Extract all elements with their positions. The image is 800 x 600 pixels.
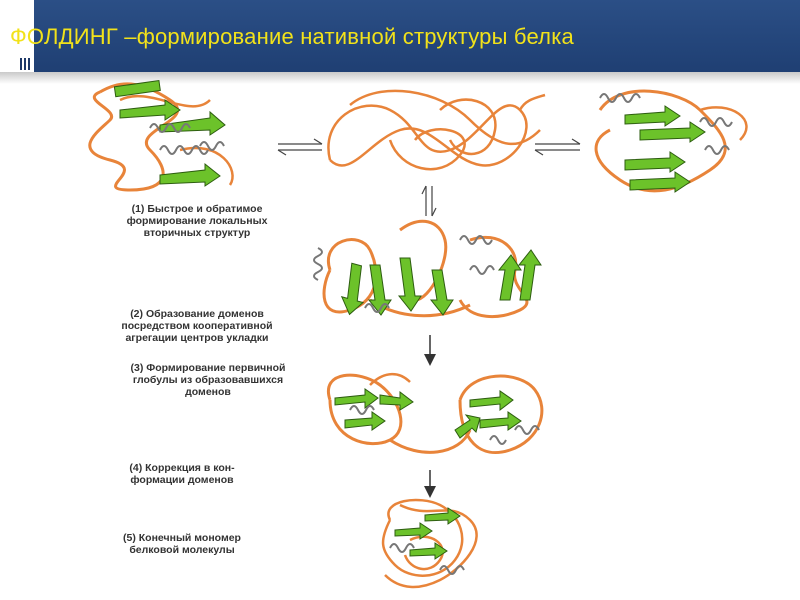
equilibrium-arrow-right [534, 138, 581, 156]
slide-title: ФОЛДИНГ –формирование нативной структуры… [10, 24, 574, 49]
header-decoration [0, 0, 34, 72]
domain-formation-structure [313, 219, 542, 319]
title-bar: ФОЛДИНГ –формирование нативной структуры… [0, 0, 800, 72]
equilibrium-arrow-down [421, 185, 437, 217]
step-3-label: (3) Формирование первичной глобулы из об… [130, 362, 286, 398]
local-secondary-structure-left [88, 80, 234, 192]
unfolded-polypeptide-chain [327, 89, 546, 171]
step-1-label: (1) Быстрое и обратимое формирование лок… [126, 203, 268, 239]
local-secondary-structure-right [594, 89, 748, 193]
step-4-label: (4) Коррекция в кон- формации доменов [129, 462, 235, 486]
equilibrium-arrow-left [277, 138, 323, 156]
step-5-label: (5) Конечный мономер белковой молекулы [123, 532, 241, 556]
primary-globule-structure [326, 372, 544, 454]
final-monomer-structure [381, 498, 478, 589]
step-2-label: (2) Образование доменов посредством кооп… [121, 308, 273, 344]
header-divider [0, 72, 800, 84]
